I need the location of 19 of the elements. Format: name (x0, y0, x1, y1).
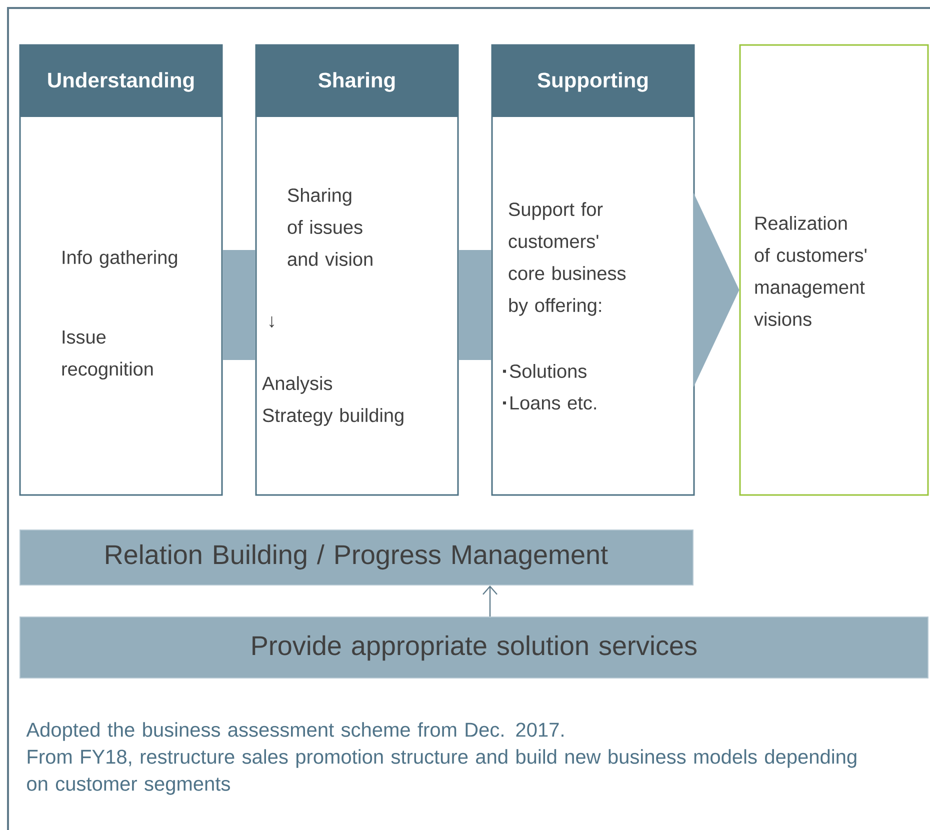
banner: Provide appropriate solution services (20, 616, 928, 678)
bullet-item: Loans etc. (503, 396, 596, 410)
header-band: Supporting (492, 45, 694, 117)
body-text: Analysis Strategy building (262, 376, 404, 426)
connector-bar (222, 250, 256, 360)
bullet-item: Solutions (503, 364, 586, 378)
note-text: From FY18, restructure sales promotion structure and build new business models depending on customer segments (27, 749, 856, 795)
banner: Relation Building / Progress Management (20, 529, 694, 586)
body-text: Issue recognition (62, 330, 153, 380)
body-text: Support for customers' core business by offering: (508, 202, 626, 316)
body-text: Info gathering (62, 250, 177, 268)
header-band: Sharing (256, 45, 458, 117)
header-band: Understanding (20, 45, 222, 117)
connector-bar (458, 250, 492, 360)
note-text: Adopted the business assessment scheme from Dec. 2017. (26, 722, 564, 741)
body-text: Sharing of issues and vision (288, 188, 372, 266)
arrow (482, 585, 498, 616)
goal-text: Realization of customers' management visions (754, 216, 866, 326)
body-text: ↓ (270, 316, 274, 328)
